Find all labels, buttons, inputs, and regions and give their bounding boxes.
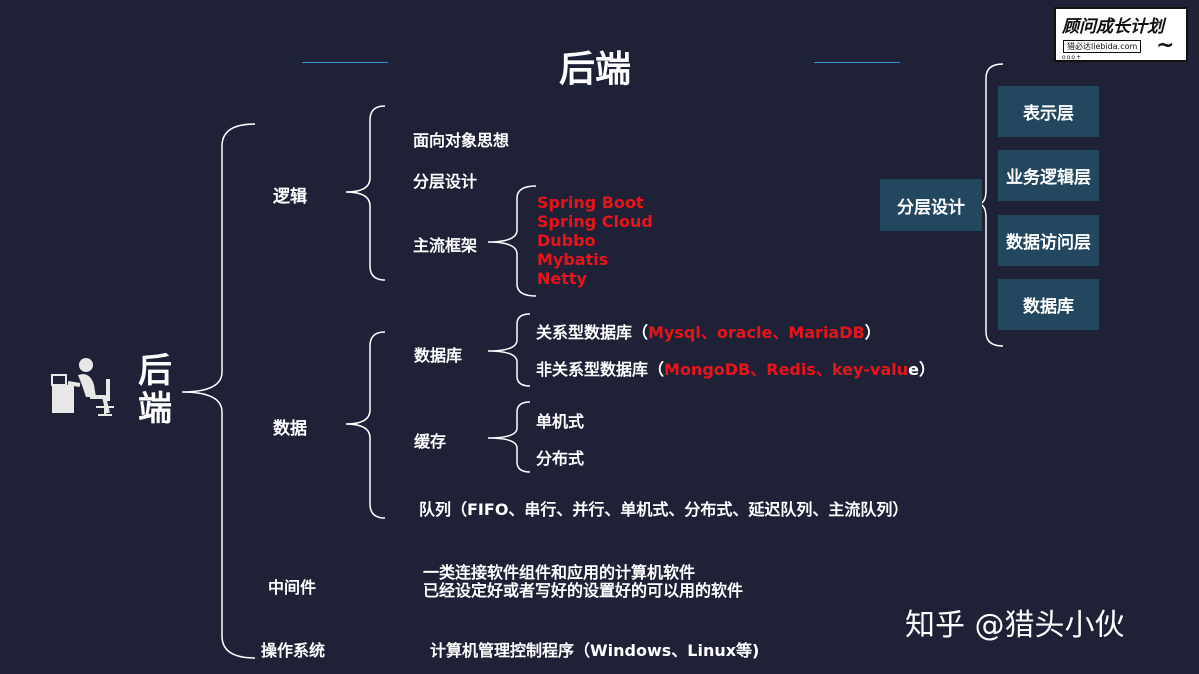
root-label-char-1: 后	[138, 351, 172, 391]
cache-label: 缓存	[414, 432, 447, 451]
framework-mybatis: Mybatis	[537, 250, 609, 269]
logic-item-frameworks: 主流框架	[413, 236, 478, 255]
zhihu-watermark: 知乎 @猎头小伙	[905, 608, 1125, 643]
relational-db-prefix: 关系型数据库（	[536, 323, 649, 342]
layered-design-box: 分层设计	[880, 179, 982, 231]
logo-url: 猎必达liebida.com	[1063, 40, 1142, 53]
database-brace	[487, 313, 531, 387]
title-right-line	[814, 62, 900, 63]
root-label-char-2: 端	[138, 389, 172, 429]
middleware-desc-2: 已经设定好或者写好的设置好的可以用的软件	[423, 581, 744, 600]
cache-standalone: 单机式	[536, 412, 585, 431]
title-left-line	[302, 62, 388, 63]
root-label: 后 端	[138, 352, 178, 428]
data-brace	[345, 331, 386, 519]
nonrelational-db-prefix: 非关系型数据库（	[536, 360, 665, 379]
framework-dubbo: Dubbo	[537, 231, 596, 250]
logo-title: 顾问成长计划	[1062, 17, 1164, 37]
os-desc: 计算机管理控制程序（Windows、Linux等)	[430, 641, 760, 660]
logo-tilde-icon: ~	[1156, 33, 1175, 58]
layer-presentation: 表示层	[998, 86, 1099, 137]
nonrelational-db-suffix: e）	[908, 360, 935, 379]
page-title: 后端	[559, 49, 632, 90]
root-brace	[181, 123, 256, 659]
cache-brace	[487, 401, 531, 473]
queue-text: 队列（FIFO、串行、并行、单机式、分布式、延迟队列、主流队列）	[419, 500, 909, 519]
logic-label: 逻辑	[273, 187, 307, 207]
cache-distributed: 分布式	[536, 449, 585, 468]
data-label: 数据	[273, 419, 307, 439]
layer-data-access: 数据访问层	[998, 215, 1099, 266]
relational-db-suffix: ）	[864, 323, 881, 342]
framework-spring-boot: Spring Boot	[537, 193, 644, 212]
logic-brace	[345, 105, 386, 281]
nonrelational-db-examples: MongoDB、Redis、key-valu	[664, 360, 909, 379]
layer-business-logic: 业务逻辑层	[998, 150, 1099, 201]
layer-database: 数据库	[998, 279, 1099, 330]
logo-dots: ooo+	[1062, 54, 1083, 61]
relational-db-examples: Mysql、oracle、MariaDB	[648, 323, 865, 342]
nonrelational-db: 非关系型数据库（MongoDB、Redis、key-value）	[536, 356, 935, 380]
os-label: 操作系统	[261, 641, 326, 660]
logic-item-layered: 分层设计	[413, 172, 478, 191]
middleware-label: 中间件	[268, 578, 317, 597]
framework-list: Spring Boot Spring Cloud Dubbo Mybatis N…	[537, 193, 653, 288]
middleware-desc-1: 一类连接软件组件和应用的计算机软件	[423, 563, 696, 582]
framework-spring-cloud: Spring Cloud	[537, 212, 653, 231]
framework-netty: Netty	[537, 269, 587, 288]
logic-item-oop: 面向对象思想	[413, 131, 510, 150]
database-label: 数据库	[414, 346, 463, 365]
person-at-computer-icon	[50, 355, 122, 417]
relational-db: 关系型数据库（Mysql、oracle、MariaDB）	[536, 319, 881, 343]
logo: 顾问成长计划 猎必达liebida.com ooo+ ~	[1054, 7, 1188, 62]
framework-brace	[487, 185, 537, 297]
